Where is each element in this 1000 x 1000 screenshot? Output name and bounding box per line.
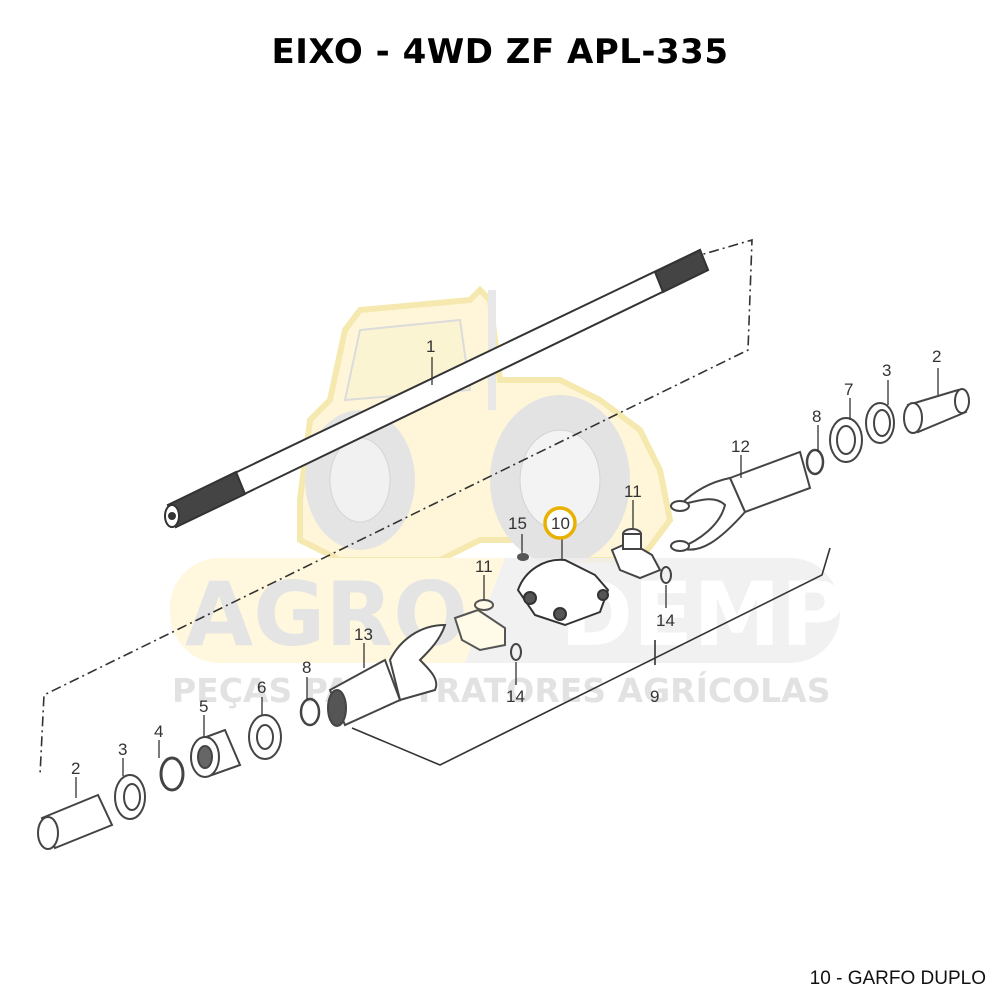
- part-9-bracket: [351, 547, 831, 766]
- part-7-seal: [829, 417, 863, 463]
- callout-3-left: 3: [118, 740, 127, 759]
- callout-6: 6: [257, 678, 266, 697]
- highlight-ring: [543, 506, 577, 540]
- guide-lines: [39, 238, 753, 776]
- part-15-grease-fitting: [517, 553, 529, 561]
- callout-labels: 1 2 3 7 8 12 11 10 15 14 11 13 14 9 8 6 …: [71, 337, 941, 778]
- part-5-bearing: [190, 728, 242, 778]
- callout-12: 12: [731, 437, 750, 456]
- watermark-brand-right: DEMP: [560, 563, 845, 666]
- callout-1: 1: [426, 337, 435, 356]
- part-2-sleeve-right: [903, 388, 970, 434]
- part-14-ring-left: [510, 643, 522, 661]
- callout-15: 15: [508, 514, 527, 533]
- part-4-ring: [159, 756, 185, 792]
- callout-5: 5: [199, 697, 208, 716]
- part-13-yoke-shaft: [327, 623, 447, 727]
- callout-4: 4: [154, 722, 163, 741]
- callout-9: 9: [650, 687, 659, 706]
- part-14-ring-right: [660, 566, 672, 584]
- callout-13: 13: [354, 625, 373, 644]
- part-2-sleeve-left: [37, 793, 114, 850]
- part-caption: 10 - GARFO DUPLO: [809, 968, 986, 989]
- page-title: EIXO - 4WD ZF APL-335: [271, 32, 729, 72]
- part-3-seal-right: [865, 402, 895, 444]
- part-11-cross-right: [610, 528, 662, 580]
- part-8-ring-left: [299, 697, 321, 727]
- callout-11-right: 11: [624, 482, 642, 501]
- callout-14-right: 14: [656, 611, 675, 630]
- part-6-seal: [248, 714, 282, 760]
- leader-lines: [75, 357, 939, 798]
- watermark-tagline: PEÇAS PARA TRATORES AGRÍCOLAS: [172, 670, 830, 710]
- callout-2-right: 2: [932, 347, 941, 366]
- watermark-logo: AGRO DEMP PEÇAS PARA TRATORES AGRÍCOLAS: [169, 557, 845, 710]
- part-1-shaft: [164, 248, 710, 529]
- part-10-double-yoke: [516, 558, 610, 627]
- callout-7: 7: [844, 380, 853, 399]
- part-12-yoke-shaft: [670, 450, 812, 552]
- callout-14-left: 14: [506, 687, 525, 706]
- callout-8-left: 8: [302, 658, 311, 677]
- callout-10: 10: [551, 514, 570, 533]
- callout-11-left: 11: [475, 557, 493, 576]
- callout-3-right: 3: [882, 361, 891, 380]
- part-8-ring-right: [805, 448, 825, 476]
- part-3-seal-left: [114, 774, 146, 820]
- callout-2-left: 2: [71, 759, 80, 778]
- part-11-cross-left: [453, 599, 506, 652]
- callout-8-right: 8: [812, 407, 821, 426]
